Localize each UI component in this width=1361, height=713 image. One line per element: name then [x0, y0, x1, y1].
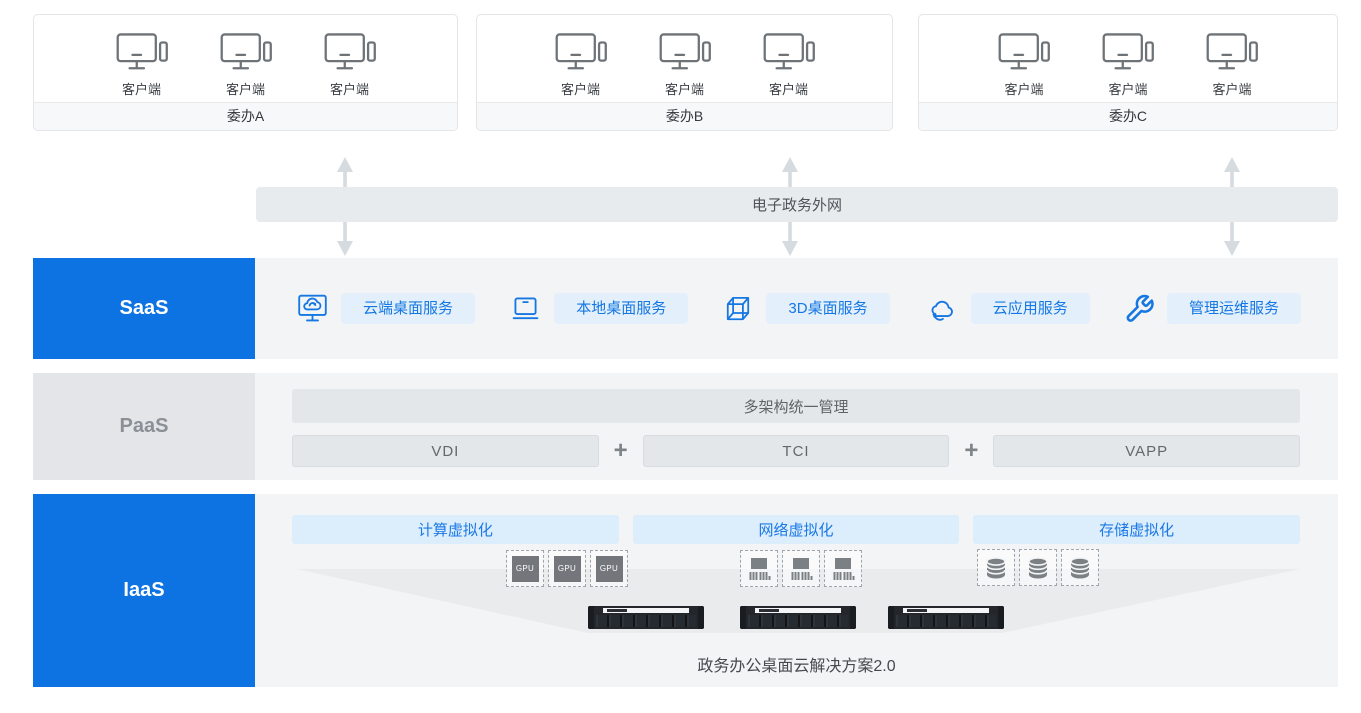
storage-icon-group: [977, 549, 1099, 586]
cloud-desktop-icon: [298, 294, 327, 321]
plus-separator: +: [613, 437, 628, 464]
iaas-layer-chip: IaaS: [33, 494, 255, 687]
client-label: 客户端: [329, 82, 369, 97]
client-group-a-body: 客户端 客户端 客户端: [34, 15, 457, 103]
compute-virtualization-bar: 计算虚拟化: [292, 515, 619, 544]
client-label: 客户端: [1108, 82, 1148, 97]
cloud-app-icon: [931, 300, 953, 321]
rack-server: [588, 606, 704, 629]
service-cloud-app: 云应用服务: [924, 293, 1090, 325]
client-item: 客户端: [219, 33, 273, 98]
client-group-c: 客户端 客户端 客户端 委办C: [918, 14, 1338, 131]
laptop-icon: [512, 297, 539, 319]
client-label: 客户端: [560, 82, 600, 97]
client-label: 客户端: [121, 82, 161, 97]
service-pill: 3D桌面服务: [766, 293, 890, 324]
gpu-icon: GPU: [506, 550, 544, 587]
wrench-icon: [1126, 294, 1154, 322]
service-pill: 管理运维服务: [1166, 293, 1301, 324]
service-cloud-desktop: 云端桌面服务: [296, 292, 476, 326]
client-terminal-icon: [220, 33, 272, 70]
paas-component-tci: TCI: [642, 435, 950, 467]
storage-virtualization-bar: 存储虚拟化: [973, 515, 1301, 544]
client-item: 客户端: [762, 33, 816, 98]
database-icon: [977, 549, 1015, 586]
client-item: 客户端: [997, 33, 1051, 98]
client-label: 客户端: [1212, 82, 1252, 97]
rack-server: [740, 606, 856, 629]
client-group-b: 客户端 客户端 客户端 委办B: [476, 14, 893, 131]
service-ops: 管理运维服务: [1124, 293, 1301, 325]
service-pill: 本地桌面服务: [554, 293, 689, 324]
client-terminal-icon: [998, 33, 1050, 70]
database-icon: [1019, 549, 1057, 586]
client-terminal-icon: [1206, 33, 1258, 70]
gpu-icon-group: GPU GPU GPU: [506, 550, 628, 587]
network-card-icon: [824, 550, 862, 587]
iaas-virtualization-bars: 计算虚拟化 网络虚拟化 存储虚拟化: [292, 515, 1301, 544]
client-label: 客户端: [664, 82, 704, 97]
client-group-label: 委办B: [477, 102, 892, 130]
service-pill: 云端桌面服务: [341, 293, 476, 324]
paas-component-vapp: VAPP: [993, 435, 1301, 467]
solution-caption: 政务办公桌面云解决方案2.0: [697, 658, 896, 675]
service-pill: 云应用服务: [970, 293, 1090, 324]
client-item: 客户端: [1101, 33, 1155, 98]
saas-services: 云端桌面服务 本地桌面服务 3D桌面服务 云应用服务 管理运维服务: [296, 258, 1301, 359]
client-terminal-icon: [555, 33, 607, 70]
network-card-icon: [740, 550, 778, 587]
client-label: 客户端: [225, 82, 265, 97]
client-terminal-icon: [324, 33, 376, 70]
saas-layer-chip: SaaS: [33, 258, 255, 359]
rack-server: [888, 606, 1004, 629]
client-group-c-body: 客户端 客户端 客户端: [919, 15, 1337, 103]
gpu-icon: GPU: [590, 550, 628, 587]
client-group-label: 委办A: [34, 102, 457, 130]
service-3d-desktop: 3D桌面服务: [722, 292, 890, 326]
client-group-label: 委办C: [919, 102, 1337, 130]
client-item: 客户端: [323, 33, 377, 98]
gpu-icon: GPU: [548, 550, 586, 587]
client-terminal-icon: [763, 33, 815, 70]
paas-components: VDI + TCI + VAPP: [292, 435, 1301, 467]
network-icon-group: [740, 550, 862, 587]
client-terminal-icon: [1102, 33, 1154, 70]
client-item: 客户端: [658, 33, 712, 98]
network-bar: 电子政务外网: [256, 187, 1338, 222]
client-group-a: 客户端 客户端 客户端 委办A: [33, 14, 458, 131]
client-item: 客户端: [1205, 33, 1259, 98]
paas-layer-chip: PaaS: [33, 373, 255, 480]
network-bar-label: 电子政务外网: [751, 197, 842, 214]
plus-separator: +: [964, 437, 979, 464]
client-item: 客户端: [554, 33, 608, 98]
network-virtualization-bar: 网络虚拟化: [632, 515, 960, 544]
client-terminal-icon: [659, 33, 711, 70]
database-icon: [1061, 549, 1099, 586]
client-item: 客户端: [115, 33, 169, 98]
network-card-icon: [782, 550, 820, 587]
client-label: 客户端: [768, 82, 808, 97]
client-label: 客户端: [1004, 82, 1044, 97]
unified-management-bar: 多架构统一管理: [292, 389, 1300, 423]
cube-3d-icon: [727, 296, 750, 320]
paas-component-vdi: VDI: [292, 435, 599, 467]
client-group-b-body: 客户端 客户端 客户端: [477, 15, 892, 103]
service-local-desktop: 本地桌面服务: [509, 292, 689, 326]
client-terminal-icon: [116, 33, 168, 70]
